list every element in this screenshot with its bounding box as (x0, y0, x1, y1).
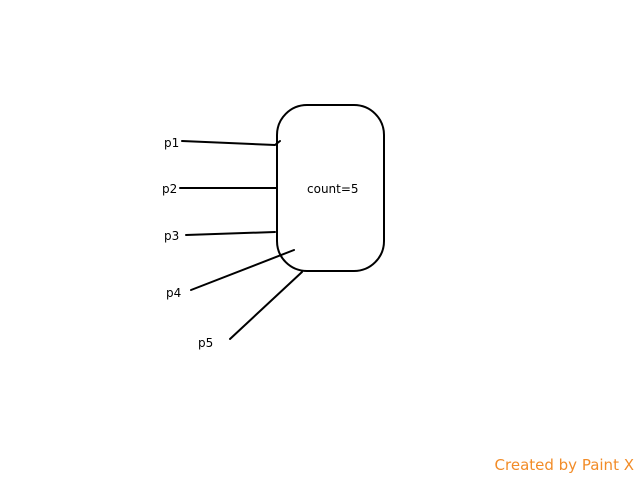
label-p3: p3 (164, 229, 179, 243)
connector-p1 (181, 140, 281, 146)
label-p2: p2 (162, 182, 177, 196)
count-label: count=5 (307, 182, 359, 196)
label-p5: p5 (198, 336, 213, 350)
label-p4: p4 (166, 286, 181, 300)
connector-p4 (190, 249, 295, 291)
paint-x-watermark: Created by Paint X (494, 456, 634, 474)
connector-p3 (185, 231, 276, 236)
connector-p5 (229, 271, 303, 340)
label-p1: p1 (164, 136, 179, 150)
